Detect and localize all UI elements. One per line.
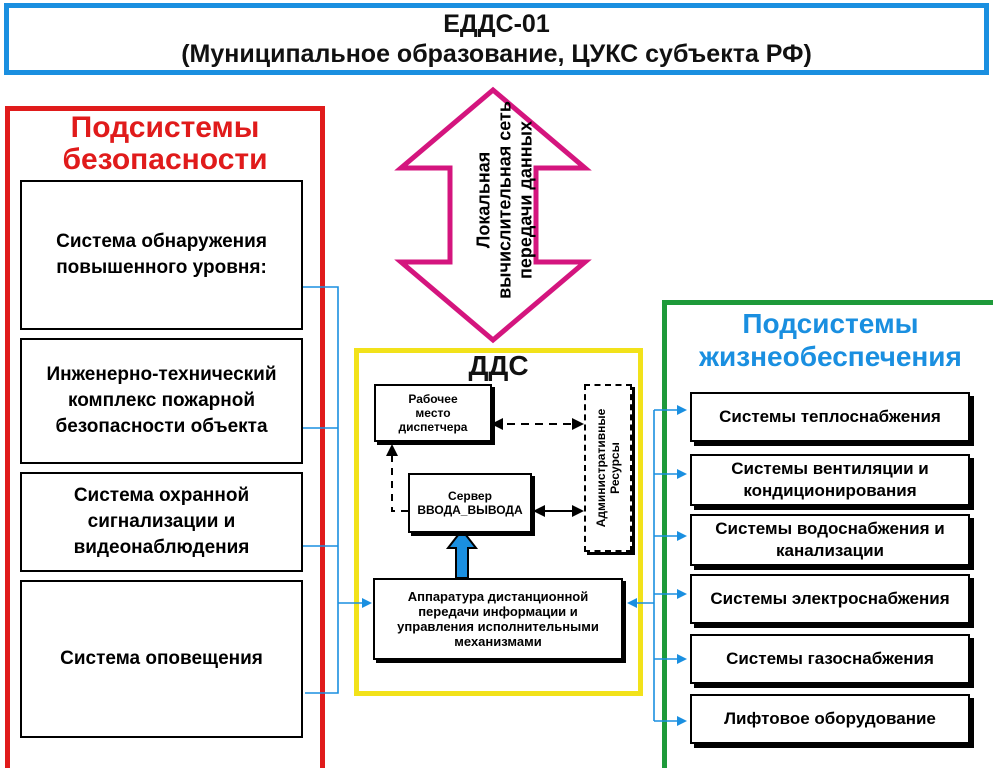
safety-item-security-video: Система охранной сигнализации и видеонаблю… — [20, 472, 303, 572]
box-text-line: сигнализации и — [87, 511, 236, 532]
life-item-gas: Системы газоснабжения — [690, 634, 970, 684]
safety-item-fire-complex: Инженерно-технический комплекс пожарной бе… — [20, 338, 303, 464]
life-item-elevator: Лифтовое оборудование — [690, 694, 970, 744]
box-text-line: канализации — [776, 541, 884, 560]
network-double-arrow — [394, 86, 592, 344]
box-text-line: Рабочее — [408, 392, 458, 406]
dds-internal-links — [386, 418, 584, 517]
safety-connectors — [303, 286, 372, 694]
box-text-line: Системы электроснабжения — [710, 589, 950, 608]
box-text-line: Аппаратура дистанционной — [407, 589, 589, 604]
box-text-line: кондиционирования — [743, 481, 917, 500]
admin-resources-label: Административные Ресурсы — [594, 409, 622, 528]
box-text-line: место — [415, 406, 451, 420]
admin-resources-box: Административные Ресурсы — [584, 384, 632, 552]
life-item-water-sewer: Системы водоснабжения и канализации — [690, 514, 970, 566]
safety-item-alert-system: Система оповещения — [20, 580, 303, 738]
safety-item-detection: Система обнаружения повышенного уровня: — [20, 180, 303, 330]
header-box: ЕДДС-01 (Муниципальное образование, ЦУКС… — [4, 3, 989, 75]
life-connectors — [627, 405, 687, 726]
box-text-line: Сервер — [448, 489, 492, 503]
box-text-line: Системы вентиляции и — [731, 459, 929, 478]
safety-title-line: Подсистемы — [70, 111, 260, 144]
box-text-line: Административные — [594, 408, 608, 528]
box-text-line: диспетчера — [398, 420, 468, 434]
box-text-line: видеонаблюдения — [73, 537, 250, 558]
safety-bus-line — [303, 286, 339, 694]
network-label-line: Локальная — [473, 151, 494, 249]
safety-panel-title: Подсистемы безопасности — [15, 112, 315, 176]
safety-title-line: безопасности — [62, 143, 268, 176]
box-text-line: Системы теплоснабжения — [719, 407, 941, 426]
header-title: ЕДДС-01 — [443, 10, 550, 38]
box-text-line: Система оповещения — [60, 648, 263, 669]
box-text-line: комплекс пожарной — [67, 390, 256, 411]
box-text-line: Системы газоснабжения — [726, 649, 934, 668]
box-text-line: Система охранной — [73, 485, 250, 506]
box-text-line: Лифтовое оборудование — [724, 709, 936, 728]
server-workstation-dashed-link — [386, 444, 408, 512]
life-title-line: жизнеобеспечения — [699, 341, 962, 372]
box-text-line: безопасности объекта — [55, 416, 268, 437]
life-support-panel-title: Подсистемы жизнеобеспечения — [668, 307, 993, 373]
apparatus-to-server-arrow — [445, 528, 479, 579]
box-text-line: Система обнаружения — [56, 231, 267, 252]
box-text-line: передачи информации и — [418, 604, 578, 619]
life-title-line: Подсистемы — [742, 308, 919, 339]
box-text-line: Инженерно-технический — [46, 364, 277, 385]
life-item-heating: Системы теплоснабжения — [690, 392, 970, 442]
dds-panel-title: ДДС — [468, 350, 529, 381]
box-text-line: Системы водоснабжения и — [715, 519, 945, 538]
box-text-line: ВВОДА_ВЫВОДА — [417, 503, 523, 517]
box-text-line: Ресурсы — [608, 442, 622, 494]
box-text-line: управления исполнительными — [397, 619, 599, 634]
header-subtitle: (Муниципальное образование, ЦУКС субъект… — [181, 40, 812, 68]
network-label-line: передачи данных — [515, 121, 536, 279]
life-item-ventilation: Системы вентиляции и кондиционирования — [690, 454, 970, 506]
network-label-line: вычислительная сеть — [494, 101, 515, 299]
box-text-line: повышенного уровня: — [56, 257, 267, 278]
life-item-power: Системы электроснабжения — [690, 574, 970, 624]
box-text-line: механизмами — [454, 634, 542, 649]
